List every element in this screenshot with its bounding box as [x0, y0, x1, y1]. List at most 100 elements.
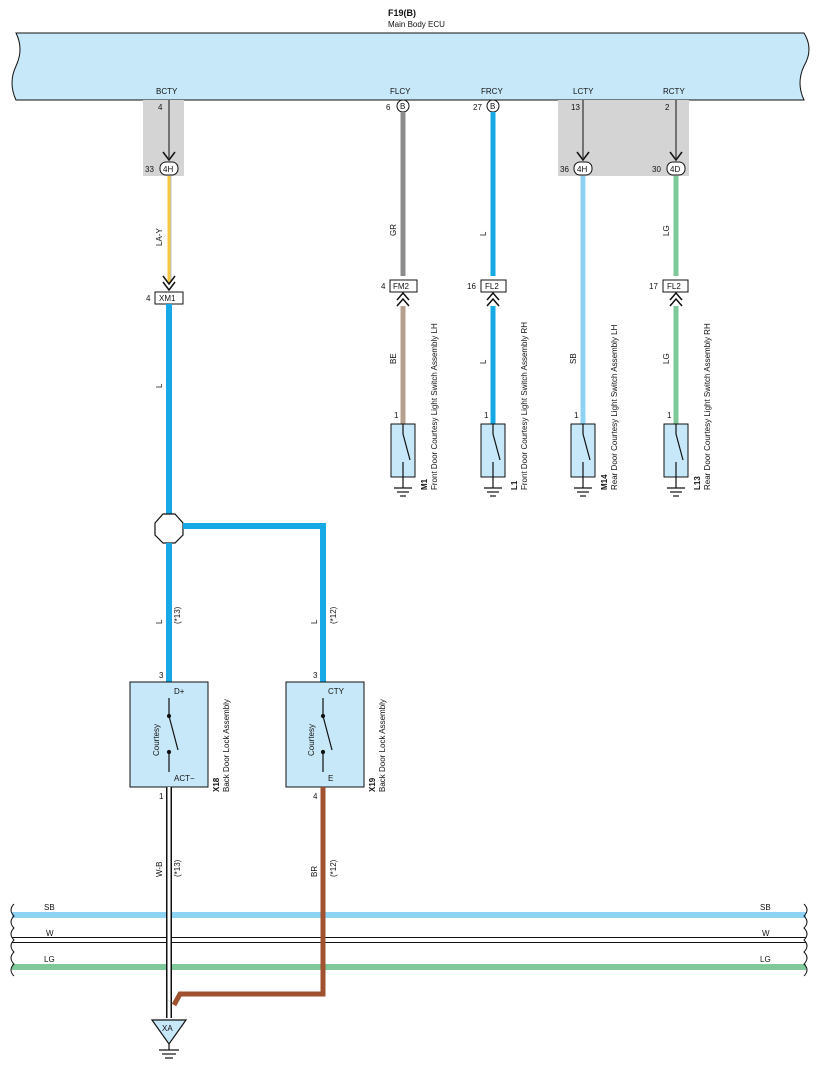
connector-fl2-b-label: FL2 — [667, 282, 681, 291]
ecu-name: Main Body ECU — [388, 20, 445, 29]
wire-label-l-xm1: L — [155, 383, 164, 388]
x18-switch-label: Courtesy — [152, 724, 161, 756]
switch-m1-icon — [394, 424, 412, 497]
door-switch-l1: 1 L1 Front Door Courtesy Light Switch As… — [480, 322, 529, 497]
wire-label-lg-lower: LG — [662, 353, 671, 364]
x18-bottom-pin: 1 — [159, 792, 164, 801]
arrow-rcty — [669, 151, 683, 162]
bus-label-w-left: W — [46, 929, 54, 938]
wire-label-l-frcy: L — [479, 231, 488, 236]
l13-pin: 1 — [667, 411, 672, 420]
l13-code: L13 — [693, 476, 702, 490]
l1-code: L1 — [510, 480, 519, 490]
pin-bcty: 4 — [158, 103, 163, 112]
wire-l-branch-x19 — [183, 523, 326, 682]
x19-bottom-terminal: E — [328, 774, 333, 783]
connector-xm1-pin: 4 — [146, 294, 151, 303]
terminal-flcy: FLCY — [390, 87, 411, 96]
door-switch-m1: 1 M1 Front Door Courtesy Light Switch As… — [390, 323, 439, 497]
double-arrow-fl2-a — [486, 291, 500, 307]
ground-xa-label: XA — [162, 1024, 173, 1033]
double-arrow-xm1 — [162, 275, 176, 292]
door-switch-l13: 1 L13 Rear Door Courtesy Light Switch As… — [663, 323, 712, 497]
x19-name: Back Door Lock Assembly — [378, 699, 387, 792]
x19-switch-icon — [320, 698, 333, 772]
door-switch-m14: 1 M14 Rear Door Courtesy Light Switch As… — [570, 324, 619, 497]
x18-switch-icon — [166, 698, 179, 772]
connector-lcty-pin: 36 — [560, 165, 569, 174]
x19-lock-assembly — [285, 681, 365, 788]
x19-top-terminal: CTY — [328, 687, 345, 696]
x18-top-terminal: D+ — [174, 687, 185, 696]
l1-pin: 1 — [484, 411, 489, 420]
connector-lcty-4h — [573, 161, 593, 176]
pin-frcy: 27 — [473, 103, 482, 112]
double-arrow-fl2-b — [669, 291, 683, 307]
double-arrow-fm2 — [396, 291, 410, 307]
wire-label-sb: SB — [569, 353, 578, 364]
bus-label-lg-left: LG — [44, 955, 55, 964]
ground-icon — [159, 1044, 179, 1059]
terminal-frcy: FRCY — [481, 87, 503, 96]
switch-m14-icon — [574, 424, 592, 497]
x18-code: X18 — [212, 777, 221, 792]
connector-fl2-a-pin: 16 — [467, 282, 476, 291]
l1-name: Front Door Courtesy Light Switch Assembl… — [520, 322, 529, 490]
wire-label-l-frcy-lower: L — [479, 359, 488, 364]
x18-bottom-terminal: ACT− — [174, 774, 195, 783]
terminal-bcty: BCTY — [156, 87, 178, 96]
m14-code: M14 — [600, 474, 609, 490]
connector-fl2-b — [662, 279, 689, 293]
m14-name: Rear Door Courtesy Light Switch Assembly… — [610, 324, 619, 490]
x19-top-pin: 3 — [313, 671, 318, 680]
connector-xm1-label: XM1 — [159, 294, 176, 303]
m1-pin: 1 — [394, 411, 399, 420]
connector-rcty-pin: 30 — [652, 165, 661, 174]
pin-lcty: 13 — [571, 103, 580, 112]
connector-bcty-pin: 33 — [145, 165, 154, 174]
wire-label-br: BR — [310, 866, 319, 877]
connector-fl2-a-label: FL2 — [485, 282, 499, 291]
connector-fm2 — [389, 279, 418, 293]
terminal-lcty: LCTY — [573, 87, 594, 96]
connector-lcty-4h-label: 4H — [577, 165, 587, 174]
arrow-lcty — [576, 151, 590, 162]
m14-pin: 1 — [574, 411, 579, 420]
wire-label-gr: GR — [389, 224, 398, 236]
wire-label-la-y: LA-Y — [155, 228, 164, 246]
switch-l13-icon — [667, 424, 685, 497]
m1-name: Front Door Courtesy Light Switch Assembl… — [430, 323, 439, 490]
wire-note-x19-lower: (*12) — [329, 859, 338, 877]
x18-name: Back Door Lock Assembly — [222, 699, 231, 792]
x19-code: X19 — [368, 777, 377, 792]
bus-label-w-right: W — [762, 929, 770, 938]
bus-break-left — [10, 903, 15, 977]
wire-label-w-b: W-B — [155, 862, 164, 877]
connector-fl2-b-pin: 17 — [649, 282, 658, 291]
connector-fm2-label: FM2 — [393, 282, 410, 291]
x19-bottom-pin: 4 — [313, 792, 318, 801]
switch-l1-icon — [484, 424, 502, 497]
splice-point — [154, 513, 184, 544]
bus-label-sb-left: SB — [44, 903, 55, 912]
bus-label-lg-right: LG — [760, 955, 771, 964]
x19-switch-label: Courtesy — [307, 724, 316, 756]
connector-fl2-a — [480, 279, 507, 293]
connector-flcy-b-label: B — [400, 102, 405, 111]
connector-bcty-4h-label: 4H — [163, 165, 173, 174]
bus-label-sb-right: SB — [760, 903, 771, 912]
arrow-bcty — [162, 151, 176, 162]
terminal-rcty: RCTY — [663, 87, 685, 96]
wire-label-lg-upper: LG — [662, 225, 671, 236]
pin-flcy: 6 — [386, 103, 391, 112]
bus-lines: SB SB W W LG LG — [10, 903, 808, 977]
wire-label-l-x18: L — [155, 619, 164, 624]
x18-top-pin: 3 — [159, 671, 164, 680]
connector-rcty-4d — [666, 161, 686, 176]
ground-xa-triangle — [150, 1019, 188, 1046]
connector-fm2-pin: 4 — [381, 282, 386, 291]
ecu-code: F19(B) — [388, 8, 416, 18]
wire-label-l-x19: L — [310, 619, 319, 624]
wire-label-be: BE — [389, 353, 398, 364]
